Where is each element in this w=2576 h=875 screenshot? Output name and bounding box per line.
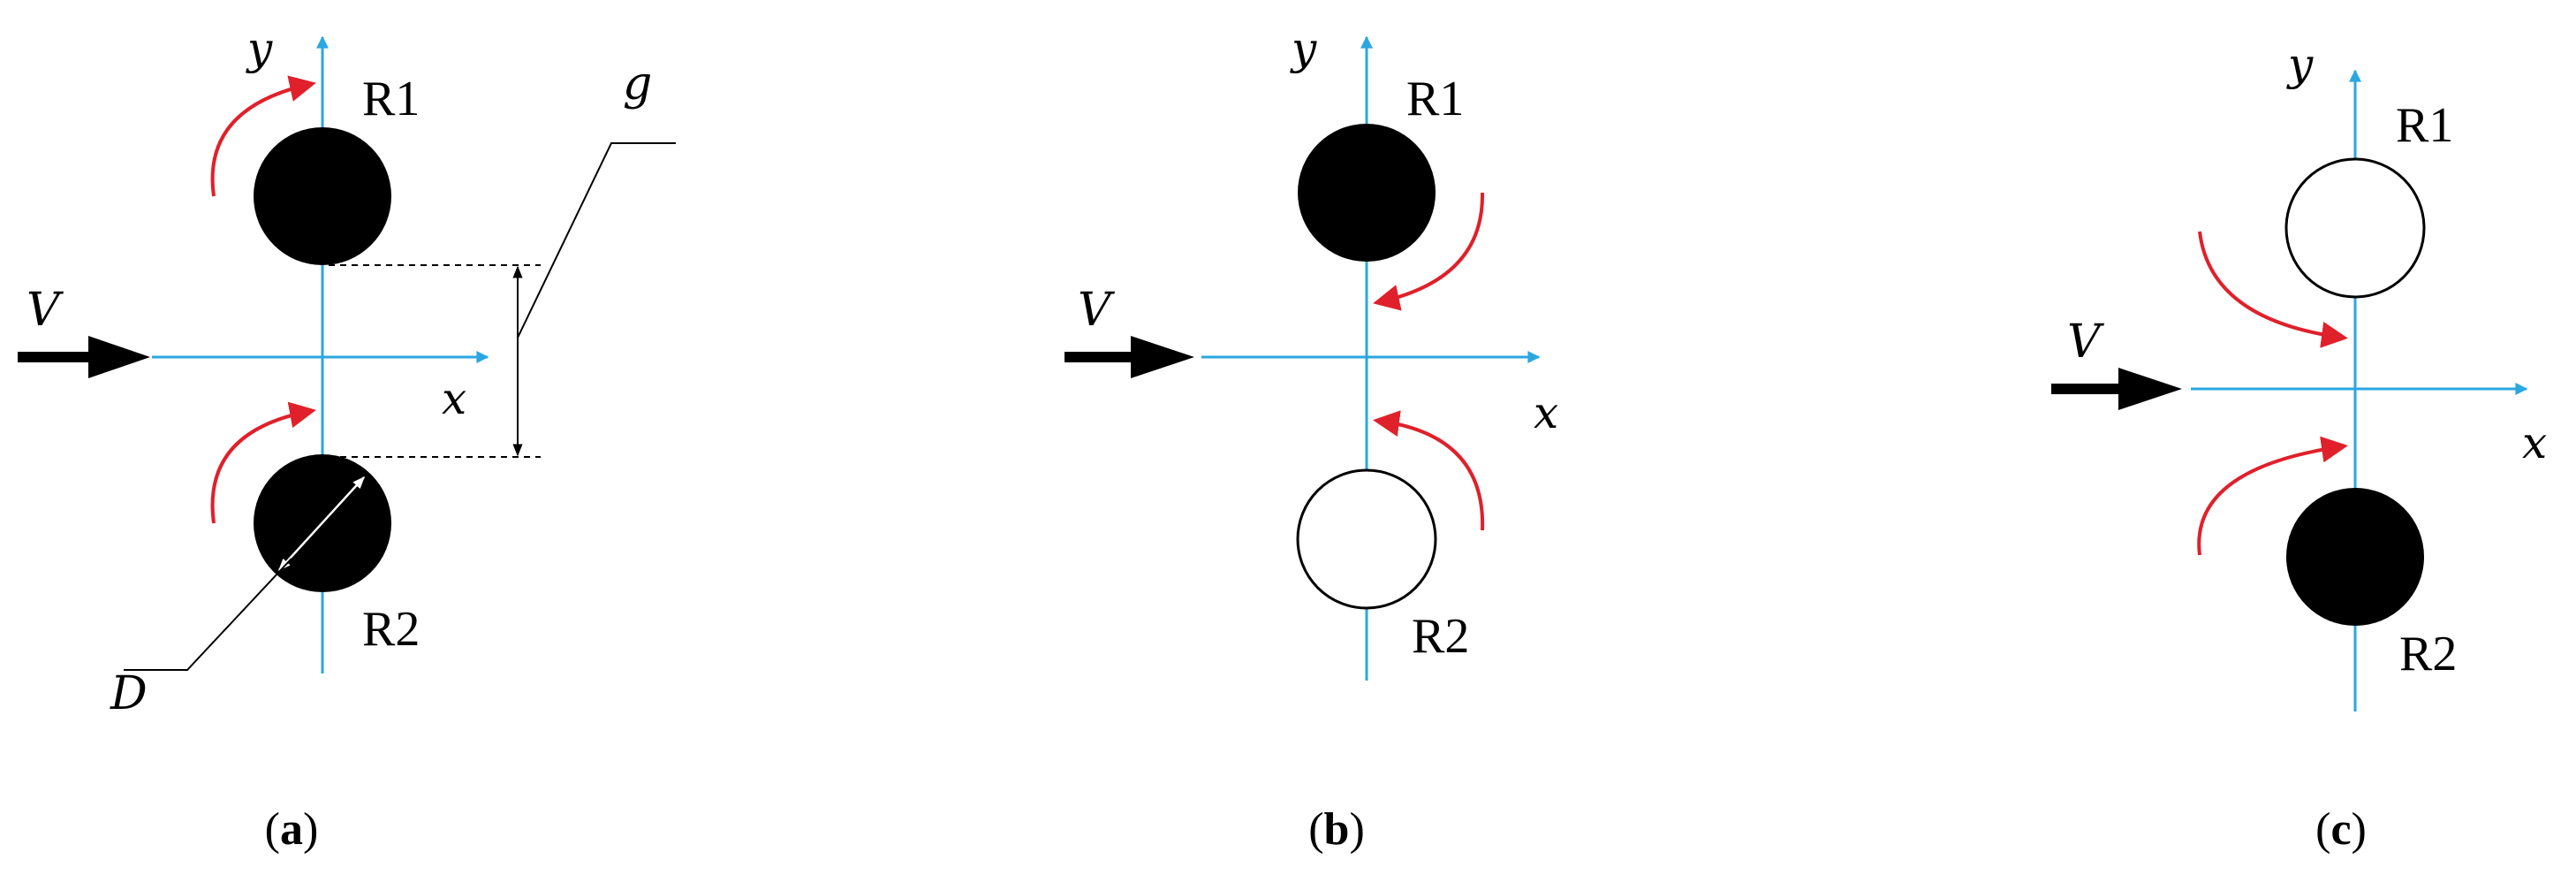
diameter-label: D (110, 667, 148, 720)
diameter-dimension-arrow (278, 476, 365, 572)
flow-label-c: V (2067, 316, 2104, 369)
cylinder-label-r1-c: R1 (2396, 98, 2453, 153)
gap-leader (517, 142, 676, 339)
axis-label-x-c: x (2522, 417, 2547, 468)
flow-label-a: V (27, 284, 64, 337)
diameter-leader (124, 558, 292, 671)
cylinder-label-r1-a: R1 (362, 72, 420, 126)
caption-b: (b) (1308, 804, 1365, 855)
flow-arrow-b (1064, 336, 1194, 378)
axis-label-x-b: x (1534, 387, 1558, 438)
rotation-arrow-r2-b (1373, 410, 1485, 531)
axis-label-y-b: y (1290, 23, 1317, 74)
rotation-arrow-r1-a (210, 75, 316, 197)
flow-arrow-a (18, 336, 150, 378)
panel-c: y x V R1 R2 (c) (2051, 39, 2547, 855)
rotation-arrow-r2-c (2197, 436, 2348, 556)
cylinder-r1-c (2284, 157, 2426, 299)
axis-label-y-a: y (246, 23, 273, 74)
rotation-arrow-r1-b (1373, 192, 1485, 311)
flow-label-b: V (1078, 284, 1115, 337)
cylinder-r2-b (1296, 468, 1437, 610)
cylinder-r1-a (254, 127, 391, 265)
caption-a: (a) (265, 804, 319, 855)
cylinder-label-r2-b: R2 (1412, 609, 1469, 664)
flow-arrow-c (2051, 368, 2182, 410)
cylinder-r2-c (2286, 488, 2424, 626)
gap-label: g (623, 57, 652, 110)
axis-label-x-a: x (442, 373, 466, 424)
panel-b: y x V R1 R2 (b) (1064, 23, 1558, 855)
panel-a: y x V R1 R2 g D (a) (18, 23, 676, 855)
rotation-arrow-r2-a (210, 401, 316, 524)
cylinder-r1-b (1298, 124, 1436, 262)
cylinder-label-r2-c: R2 (2399, 627, 2457, 681)
rotation-arrow-r1-c (2198, 231, 2348, 348)
cylinder-label-r2-a: R2 (362, 602, 420, 657)
caption-c: (c) (2315, 804, 2367, 855)
axis-label-y-c: y (2286, 39, 2314, 90)
cylinder-label-r1-b: R1 (1406, 72, 1464, 126)
